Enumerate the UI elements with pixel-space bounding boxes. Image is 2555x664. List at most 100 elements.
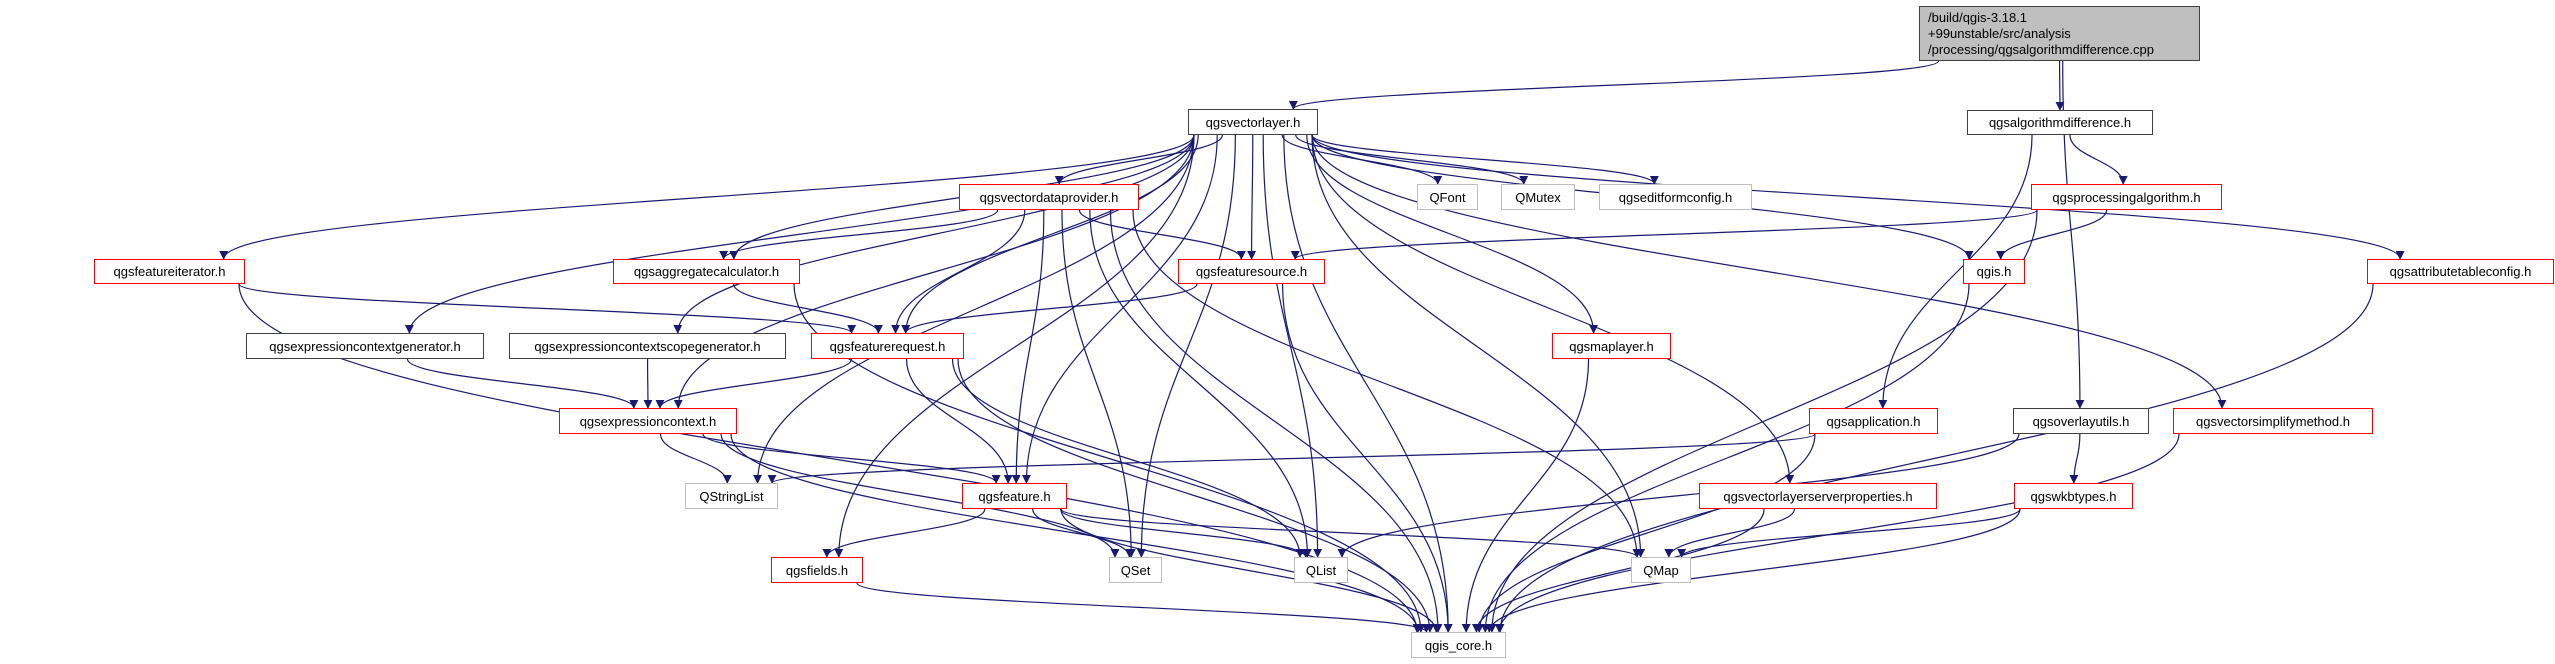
edge-application-to-qstringlist bbox=[767, 433, 1816, 484]
node-qlist[interactable]: QList bbox=[1294, 557, 1348, 583]
edge-expressioncontext-to-qstringlist bbox=[659, 433, 732, 484]
edge-vectordataprovider-to-aggregatecalc bbox=[719, 209, 999, 260]
edge-qgis-to-qgiscore bbox=[1480, 283, 1970, 633]
node-label: qgsvectorlayerserverproperties.h bbox=[1723, 488, 1913, 504]
node-vectordataprovider[interactable]: qgsvectordataprovider.h bbox=[959, 184, 1139, 210]
edge-fields-to-qgiscore bbox=[856, 582, 1431, 633]
node-exprctxgen[interactable]: qgsexpressioncontextgenerator.h bbox=[246, 333, 484, 359]
edge-vectorlayer-to-attrtable bbox=[1311, 134, 2405, 260]
node-featuresource[interactable]: qgsfeaturesource.h bbox=[1178, 259, 1325, 284]
node-label: qgsapplication.h bbox=[1826, 413, 1921, 429]
node-label: qgsfeaturesource.h bbox=[1195, 264, 1308, 279]
node-fields[interactable]: qgsfields.h bbox=[771, 557, 863, 583]
edge-procalg-to-qgiscore bbox=[1487, 209, 2038, 633]
root-file-node[interactable]: /build/qgis-3.18.1 +99unstable/src/analy… bbox=[1919, 6, 2200, 61]
node-featurerequest[interactable]: qgsfeaturerequest.h bbox=[811, 333, 964, 359]
edge-aggregatecalc-to-featurerequest bbox=[733, 283, 883, 334]
node-label: qgsfields.h bbox=[785, 562, 849, 578]
edge-vectorlayer-to-serverprops bbox=[1311, 134, 1795, 484]
node-qfont[interactable]: QFont bbox=[1417, 184, 1478, 210]
node-featureiterator[interactable]: qgsfeatureiterator.h bbox=[94, 259, 245, 284]
node-qmap[interactable]: QMap bbox=[1631, 557, 1691, 583]
edge-vectordataprovider-to-qlist bbox=[1089, 209, 1312, 558]
edge-vectorlayer-to-featuresource bbox=[1247, 134, 1257, 260]
node-qstringlist[interactable]: QStringList bbox=[685, 483, 778, 509]
node-label: QSet bbox=[1120, 562, 1151, 578]
node-vectorlayer[interactable]: qgsvectorlayer.h bbox=[1188, 109, 1318, 135]
node-label: QStringList bbox=[699, 488, 764, 504]
edge-featurerequest-to-feature bbox=[905, 358, 1013, 484]
node-exprscopegen[interactable]: qgsexpressioncontextscopegenerator.h bbox=[509, 333, 786, 359]
node-label: qgis_core.h bbox=[1424, 637, 1493, 653]
edge-vectorlayer-to-qstringlist bbox=[753, 134, 1195, 484]
node-label: qgsvectordataprovider.h bbox=[979, 189, 1119, 205]
edge-featuresource-to-featurerequest bbox=[901, 283, 1198, 334]
edge-serverprops-to-qgiscore bbox=[1472, 508, 1765, 633]
edge-vectorlayer-to-feature bbox=[1021, 134, 1218, 484]
edge-serverprops-to-qmap bbox=[1664, 508, 1796, 558]
node-label: qgsexpressioncontextgenerator.h bbox=[269, 338, 461, 354]
root-line-1: /build/qgis-3.18.1 bbox=[1928, 10, 2028, 25]
edge-root-to-vectorlayer bbox=[1289, 60, 1940, 110]
edge-featuresource-to-qgiscore bbox=[1281, 283, 1453, 633]
edge-vectorlayer-to-vectordataprovider bbox=[1054, 134, 1223, 185]
node-label: QMutex bbox=[1515, 189, 1561, 205]
edge-featurerequest-to-qlist bbox=[951, 358, 1305, 558]
edge-algdiff-to-application bbox=[1878, 134, 2033, 409]
node-maplayer[interactable]: qgsmaplayer.h bbox=[1552, 333, 1671, 359]
edge-vectorlayer-to-exprscopegen bbox=[673, 134, 1195, 334]
node-label: qgsexpressioncontext.h bbox=[579, 413, 717, 429]
node-label: qgswkbtypes.h bbox=[2030, 488, 2117, 504]
node-label: QList bbox=[1305, 562, 1337, 578]
node-label: qgsvectorlayer.h bbox=[1205, 114, 1301, 130]
node-label: qgsalgorithmdifference.h bbox=[1988, 115, 2132, 130]
node-label: qgsmaplayer.h bbox=[1569, 338, 1654, 354]
node-label: qgsfeatureiterator.h bbox=[113, 264, 226, 279]
edge-vectordataprovider-to-qset bbox=[1061, 209, 1136, 558]
node-simplify[interactable]: qgsvectorsimplifymethod.h bbox=[2173, 408, 2373, 434]
node-editformconfig[interactable]: qgseditformconfig.h bbox=[1599, 184, 1752, 210]
edge-vectordataprovider-to-qgiscore bbox=[1109, 209, 1443, 633]
edge-overlayutils-to-wkbtypes bbox=[2069, 433, 2081, 484]
node-expressioncontext[interactable]: qgsexpressioncontext.h bbox=[559, 408, 737, 434]
edge-wkbtypes-to-qgiscore bbox=[1484, 508, 2021, 633]
node-qset[interactable]: QSet bbox=[1109, 557, 1162, 583]
node-feature[interactable]: qgsfeature.h bbox=[962, 483, 1067, 509]
edge-procalg-to-featuresource bbox=[1291, 209, 2038, 260]
node-qgiscore[interactable]: qgis_core.h bbox=[1411, 632, 1506, 658]
edge-vectorlayer-to-qset bbox=[1136, 134, 1236, 558]
node-algdiff[interactable]: qgsalgorithmdifference.h bbox=[1967, 110, 2153, 135]
node-label: qgsaggregatecalculator.h bbox=[633, 264, 780, 279]
node-overlayutils[interactable]: qgsoverlayutils.h bbox=[2013, 408, 2149, 434]
edge-attrtable-to-qgiscore bbox=[1495, 283, 2374, 633]
edge-maplayer-to-qgiscore bbox=[1461, 358, 1590, 633]
node-qgis[interactable]: qgis.h bbox=[1963, 259, 2025, 284]
edge-feature-to-qlist bbox=[1059, 508, 1311, 558]
node-application[interactable]: qgsapplication.h bbox=[1809, 408, 1938, 434]
node-label: qgsoverlayutils.h bbox=[2032, 413, 2130, 429]
edge-vectorlayer-to-maplayer bbox=[1306, 134, 1599, 334]
node-label: qgsfeature.h bbox=[978, 488, 1051, 504]
node-serverprops[interactable]: qgsvectorlayerserverproperties.h bbox=[1699, 483, 1937, 509]
node-attrtable[interactable]: qgsattributetableconfig.h bbox=[2367, 259, 2554, 284]
edge-vectorlayer-to-qgiscore bbox=[1283, 134, 1453, 633]
edge-vectorlayer-to-expressioncontext bbox=[673, 134, 1195, 409]
node-label: qgsexpressioncontextscopegenerator.h bbox=[534, 338, 761, 354]
edge-featurerequest-to-expressioncontext bbox=[655, 358, 853, 409]
edge-vectordataprovider-to-feature bbox=[1011, 209, 1045, 484]
edge-feature-to-qmap bbox=[1060, 508, 1642, 558]
node-qmutex[interactable]: QMutex bbox=[1501, 184, 1575, 210]
node-label: QMap bbox=[1643, 562, 1679, 578]
edge-procalg-to-qgis bbox=[1996, 209, 2108, 260]
node-label: qgseditformconfig.h bbox=[1618, 189, 1733, 205]
node-aggregatecalc[interactable]: qgsaggregatecalculator.h bbox=[613, 259, 800, 284]
edge-simplify-to-qgiscore bbox=[1494, 433, 2180, 633]
edge-expressioncontext-to-qgiscore bbox=[730, 433, 1423, 633]
root-line-3: /processing/qgsalgorithmdifference.cpp bbox=[1928, 42, 2154, 57]
node-wkbtypes[interactable]: qgswkbtypes.h bbox=[2014, 483, 2133, 509]
edge-vectorlayer-to-simplify bbox=[1311, 134, 2227, 409]
node-label: qgsattributetableconfig.h bbox=[2389, 264, 2532, 279]
node-label: qgis.h bbox=[1976, 264, 2012, 279]
node-procalg[interactable]: qgsprocessingalgorithm.h bbox=[2031, 184, 2222, 210]
